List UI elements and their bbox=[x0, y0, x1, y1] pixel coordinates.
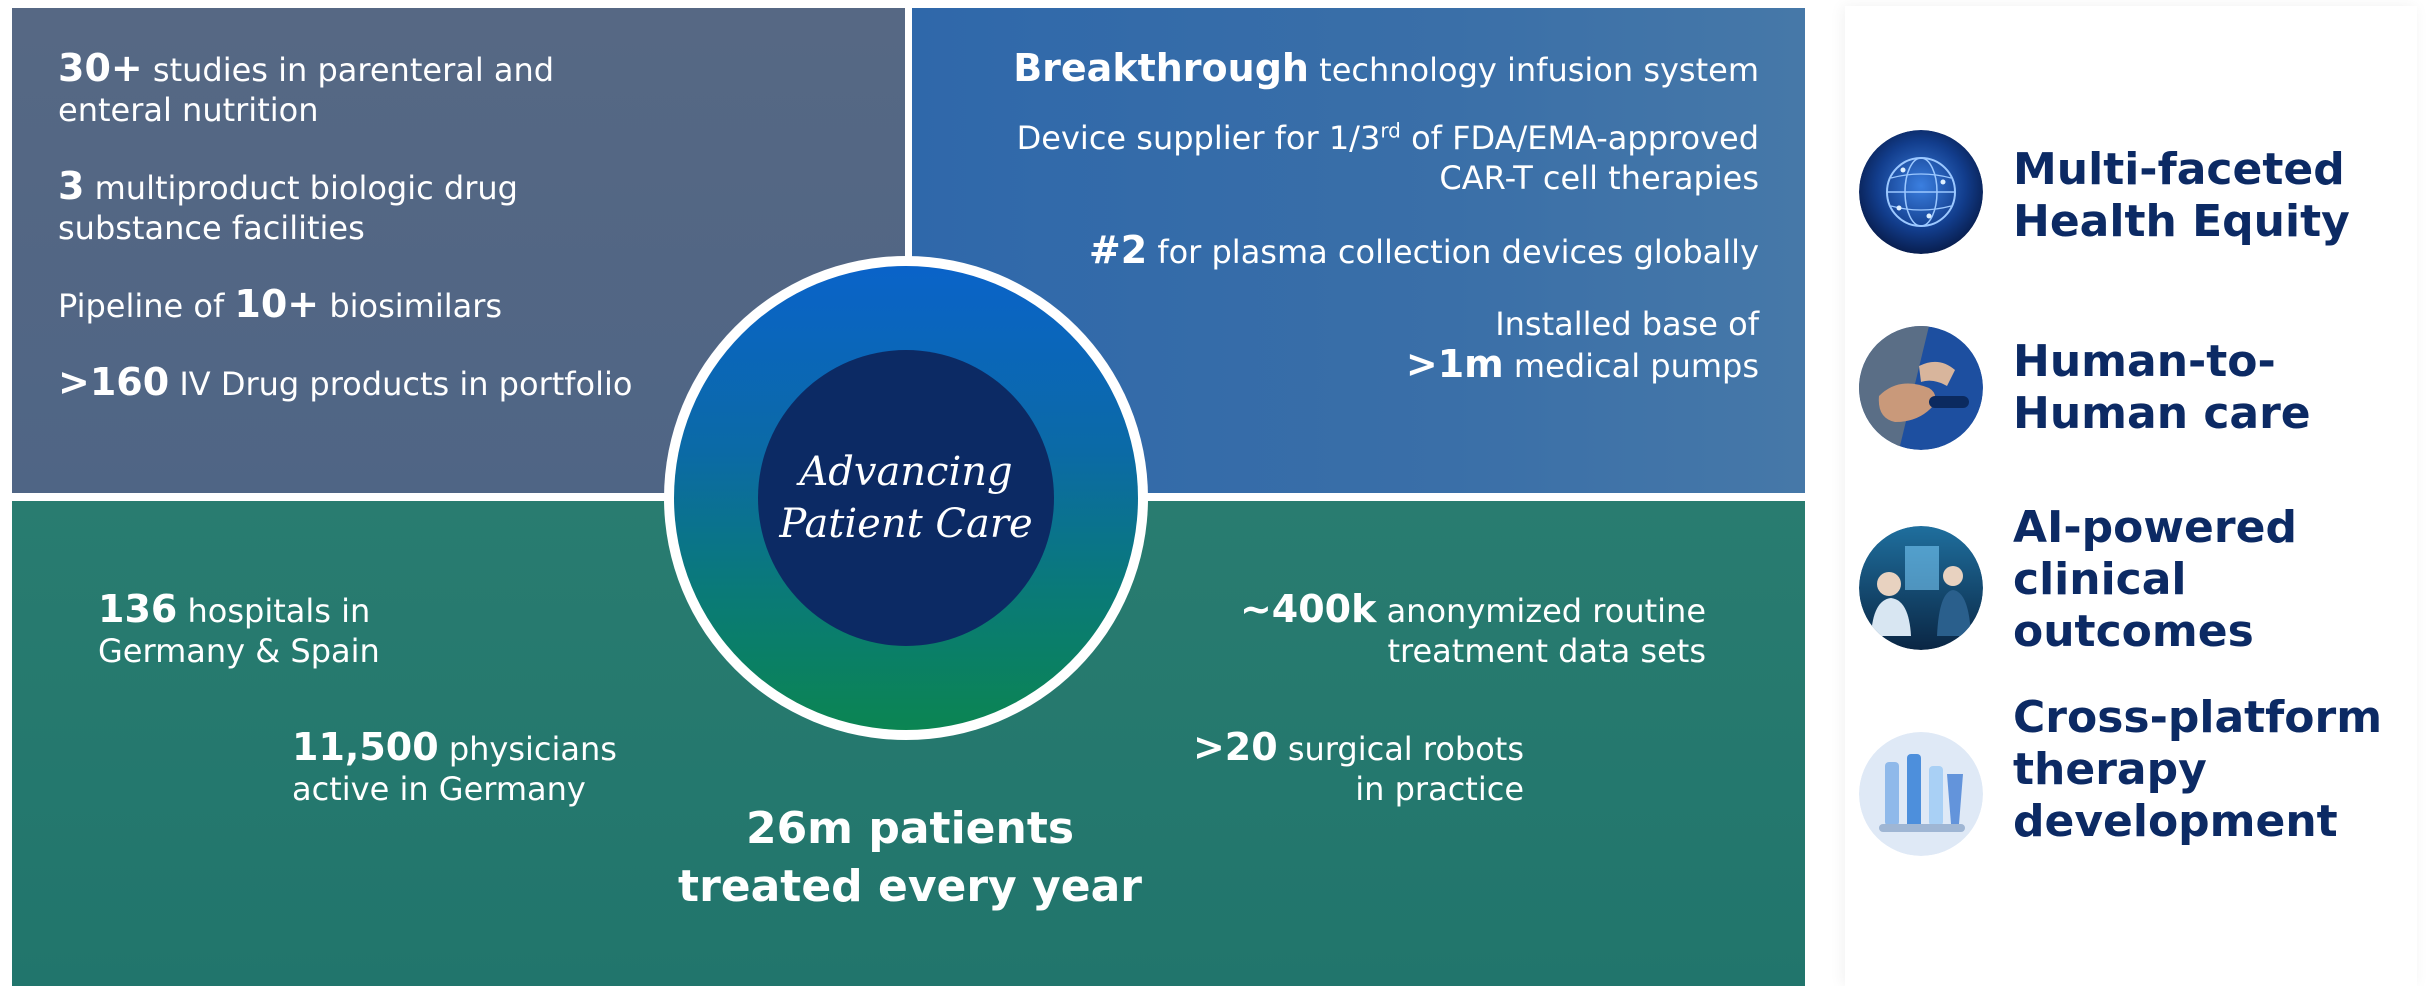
ring-tagline: Advancing Patient Care bbox=[779, 449, 1033, 547]
fact-iv-drugs: >160 IV Drug products in portfolio bbox=[58, 360, 633, 404]
fact-car-t-supplier: Device supplier for 1/3rd of FDA/EMA-app… bbox=[1016, 118, 1759, 197]
ai-clinic-icon bbox=[1859, 526, 1983, 650]
fact-facilities: 3 multiproduct biologic drug substance f… bbox=[58, 164, 518, 247]
pillar-label: Human-to-Human care bbox=[2013, 336, 2311, 439]
fact-medical-pumps: Installed base of >1m medical pumps bbox=[1405, 305, 1759, 386]
fact-studies: 30+ studies in parenteral and enteral nu… bbox=[58, 46, 555, 129]
fact-surgical-robots: >20 surgical robots in practice bbox=[1192, 725, 1524, 808]
pillar-human-care: Human-to-Human care bbox=[1859, 326, 2419, 466]
ring-core: Advancing Patient Care bbox=[758, 350, 1054, 646]
ring-gradient: Advancing Patient Care bbox=[674, 266, 1138, 730]
fact-biosimilars: Pipeline of 10+ biosimilars bbox=[58, 282, 503, 326]
fact-hospitals: 136 hospitals in Germany & Spain bbox=[98, 587, 380, 670]
fact-data-sets: ~400k anonymized routine treatment data … bbox=[1239, 587, 1706, 670]
fact-plasma-devices: #2 for plasma collection devices globall… bbox=[1088, 228, 1759, 272]
lab-flask-icon bbox=[1859, 732, 1983, 856]
fact-infusion-system: Breakthrough technology infusion system bbox=[1013, 46, 1759, 90]
fact-physicians: 11,500 physicians active in Germany bbox=[292, 725, 617, 808]
pharma-facts-panel: 30+ studies in parenteral and enteral nu… bbox=[12, 8, 905, 493]
globe-network-icon bbox=[1859, 130, 1983, 254]
patients-headline: 26m patients treated every year bbox=[678, 803, 1142, 912]
advancing-care-ring: Advancing Patient Care bbox=[664, 256, 1148, 740]
hand-care-icon bbox=[1859, 326, 1983, 450]
